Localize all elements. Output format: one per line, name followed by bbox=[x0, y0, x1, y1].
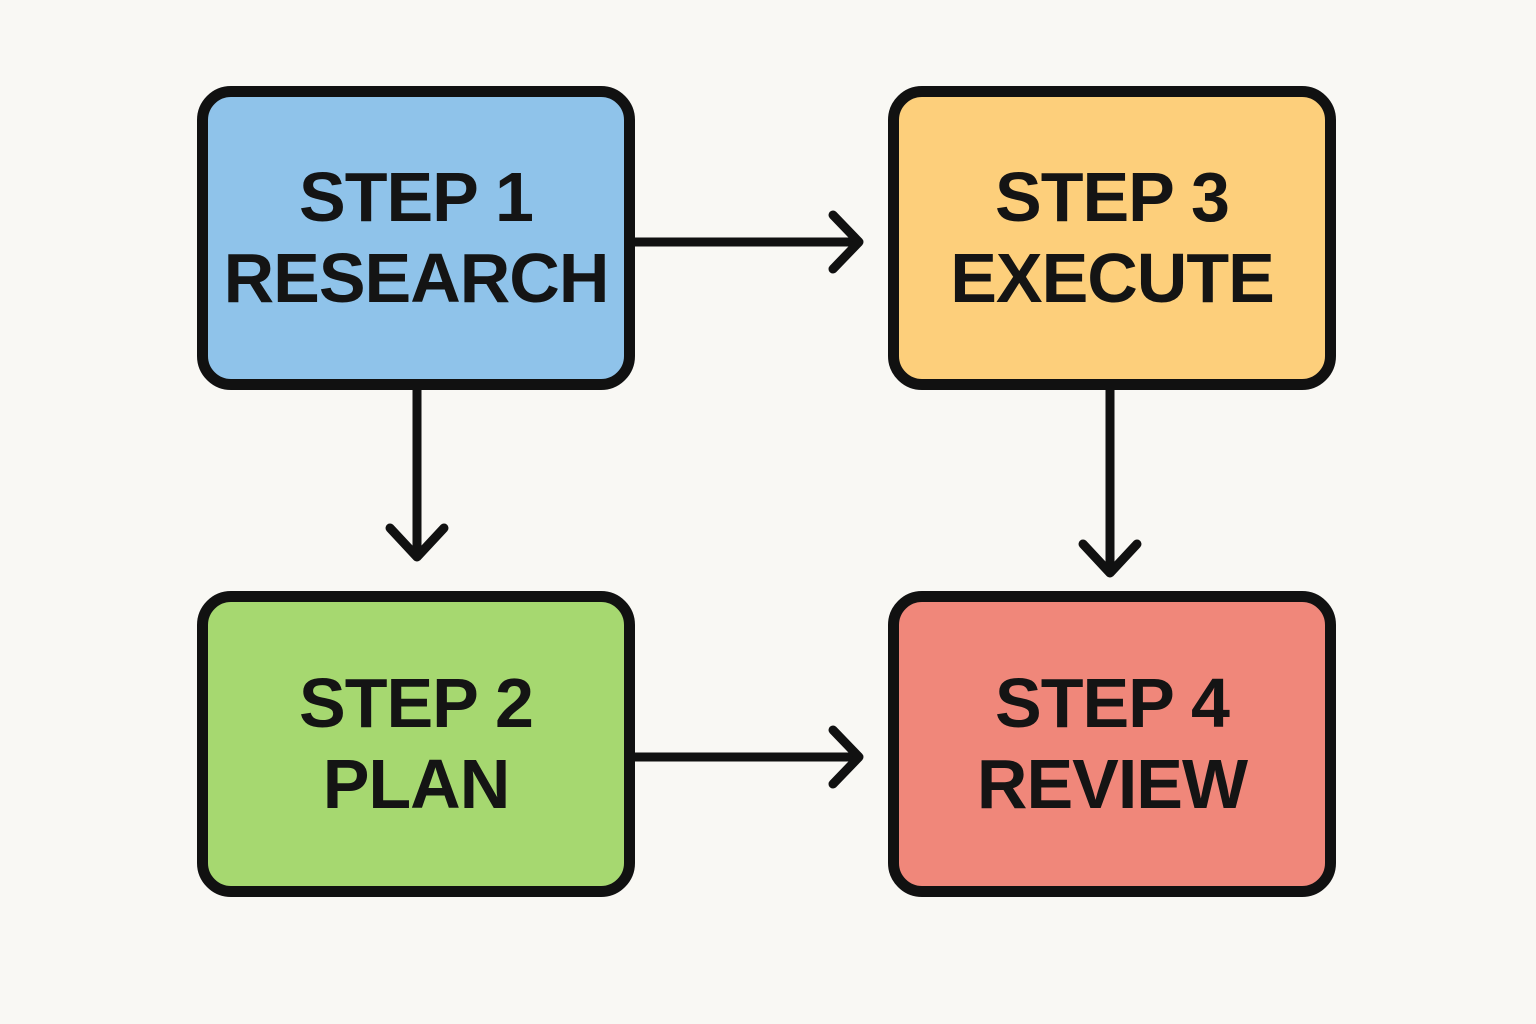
step-3-number: STEP 3 bbox=[995, 157, 1230, 236]
step-3-label: EXECUTE bbox=[950, 239, 1275, 317]
step-2-number: STEP 2 bbox=[299, 663, 534, 742]
step-1-label: RESEARCH bbox=[223, 239, 610, 317]
step-4-box: STEP 4 REVIEW bbox=[888, 591, 1336, 897]
step-4-label: REVIEW bbox=[976, 745, 1248, 823]
arrow-step-1-to-step-2 bbox=[385, 385, 449, 562]
step-2-label: PLAN bbox=[322, 745, 511, 823]
step-3-box: STEP 3 EXECUTE bbox=[888, 86, 1336, 390]
arrow-step-2-to-step-4 bbox=[630, 725, 864, 789]
step-1-box: STEP 1 RESEARCH bbox=[197, 86, 635, 390]
arrow-step-1-to-step-3 bbox=[630, 210, 864, 274]
step-4-number: STEP 4 bbox=[995, 663, 1230, 742]
step-1-number: STEP 1 bbox=[299, 157, 534, 236]
step-2-box: STEP 2 PLAN bbox=[197, 591, 635, 897]
arrow-step-3-to-step-4 bbox=[1078, 385, 1142, 578]
